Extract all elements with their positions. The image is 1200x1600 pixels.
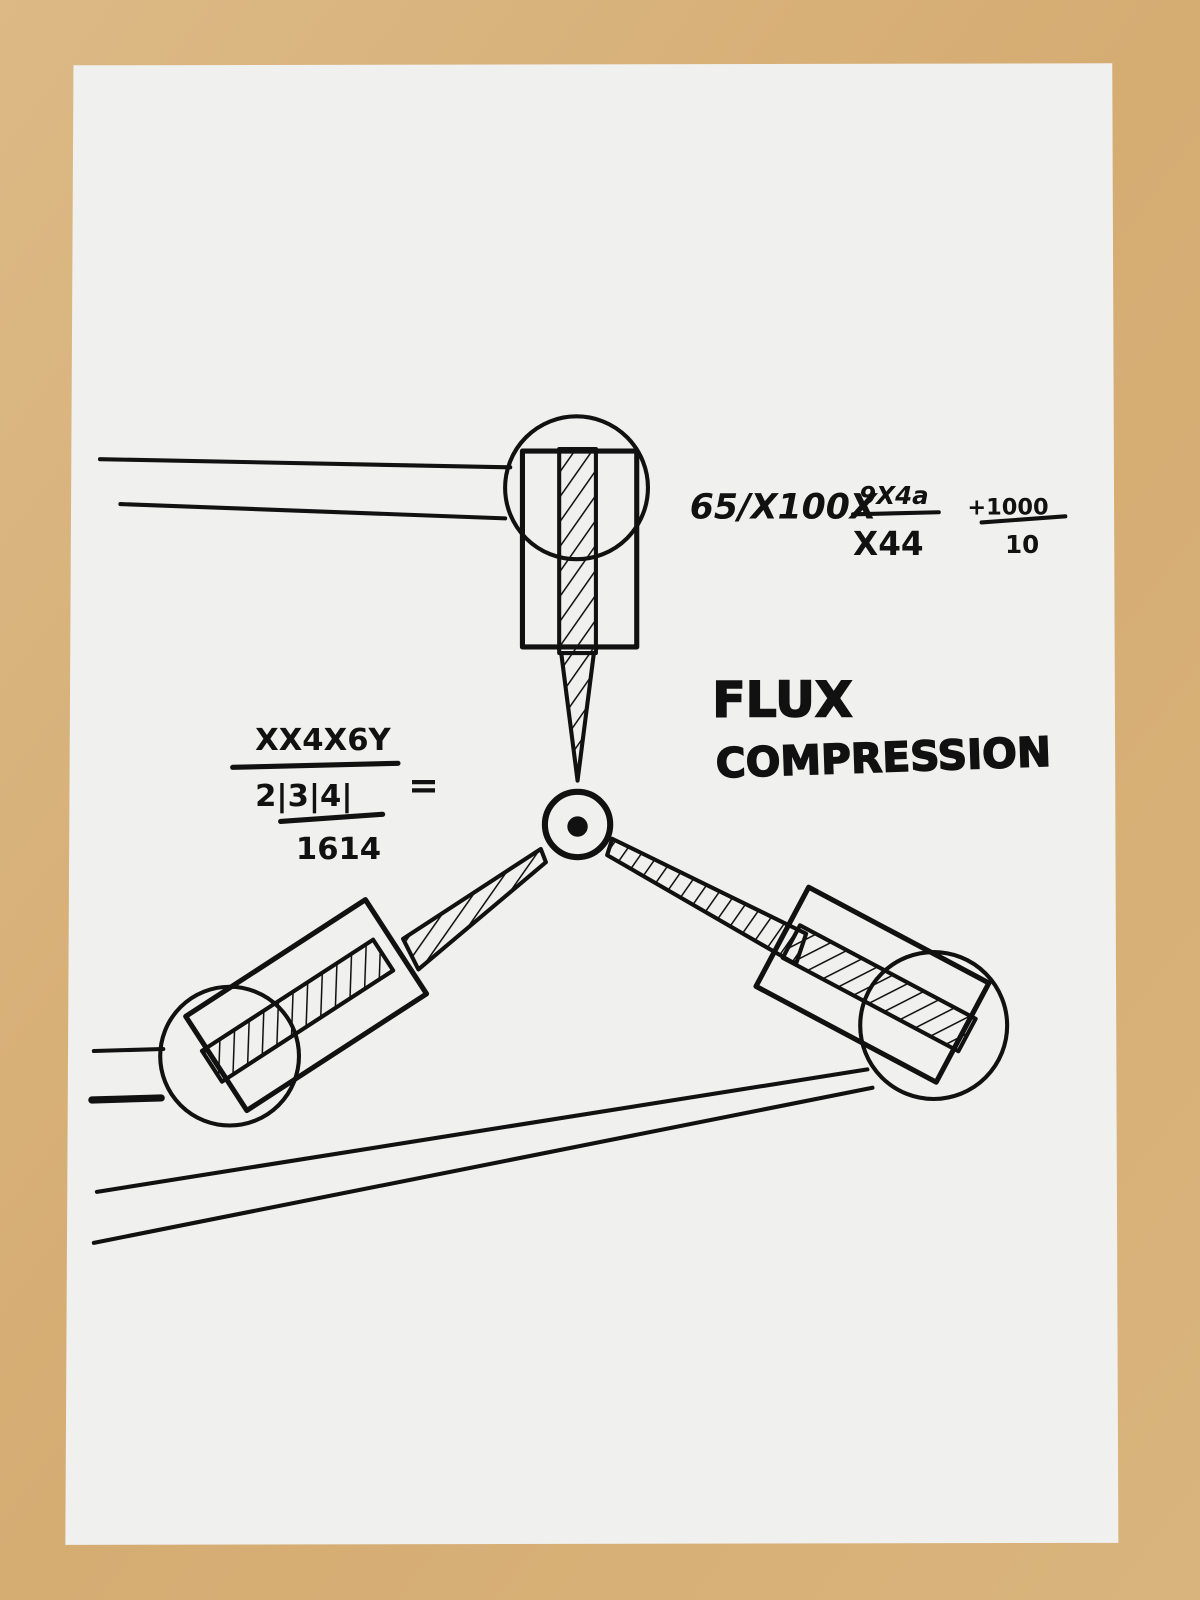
- equation-right-denominator: X44: [853, 525, 924, 563]
- equation-right: 65/X100X 9X4a X44 +1000 10: [690, 481, 1068, 563]
- equation-right-numerator: 9X4a: [859, 481, 928, 510]
- equation-right-plus-denominator: 10: [1005, 530, 1039, 559]
- equation-left-numerator: XX4X6Y: [255, 723, 391, 758]
- equation-right-plus-numerator: +1000: [967, 494, 1048, 520]
- equation-left-equals: =: [408, 764, 439, 807]
- label-flux: FLUX: [712, 671, 852, 728]
- flux-capacitor-drawing: [88, 414, 1010, 1245]
- equation-left-denominator: 2|3|4|: [255, 779, 352, 814]
- equation-right-prefix: 65/X100X: [690, 487, 879, 527]
- paper-sheet: [65, 63, 1119, 1545]
- equation-left: XX4X6Y 2|3|4| = 1614: [230, 723, 439, 867]
- equation-left-result: 1614: [296, 832, 381, 867]
